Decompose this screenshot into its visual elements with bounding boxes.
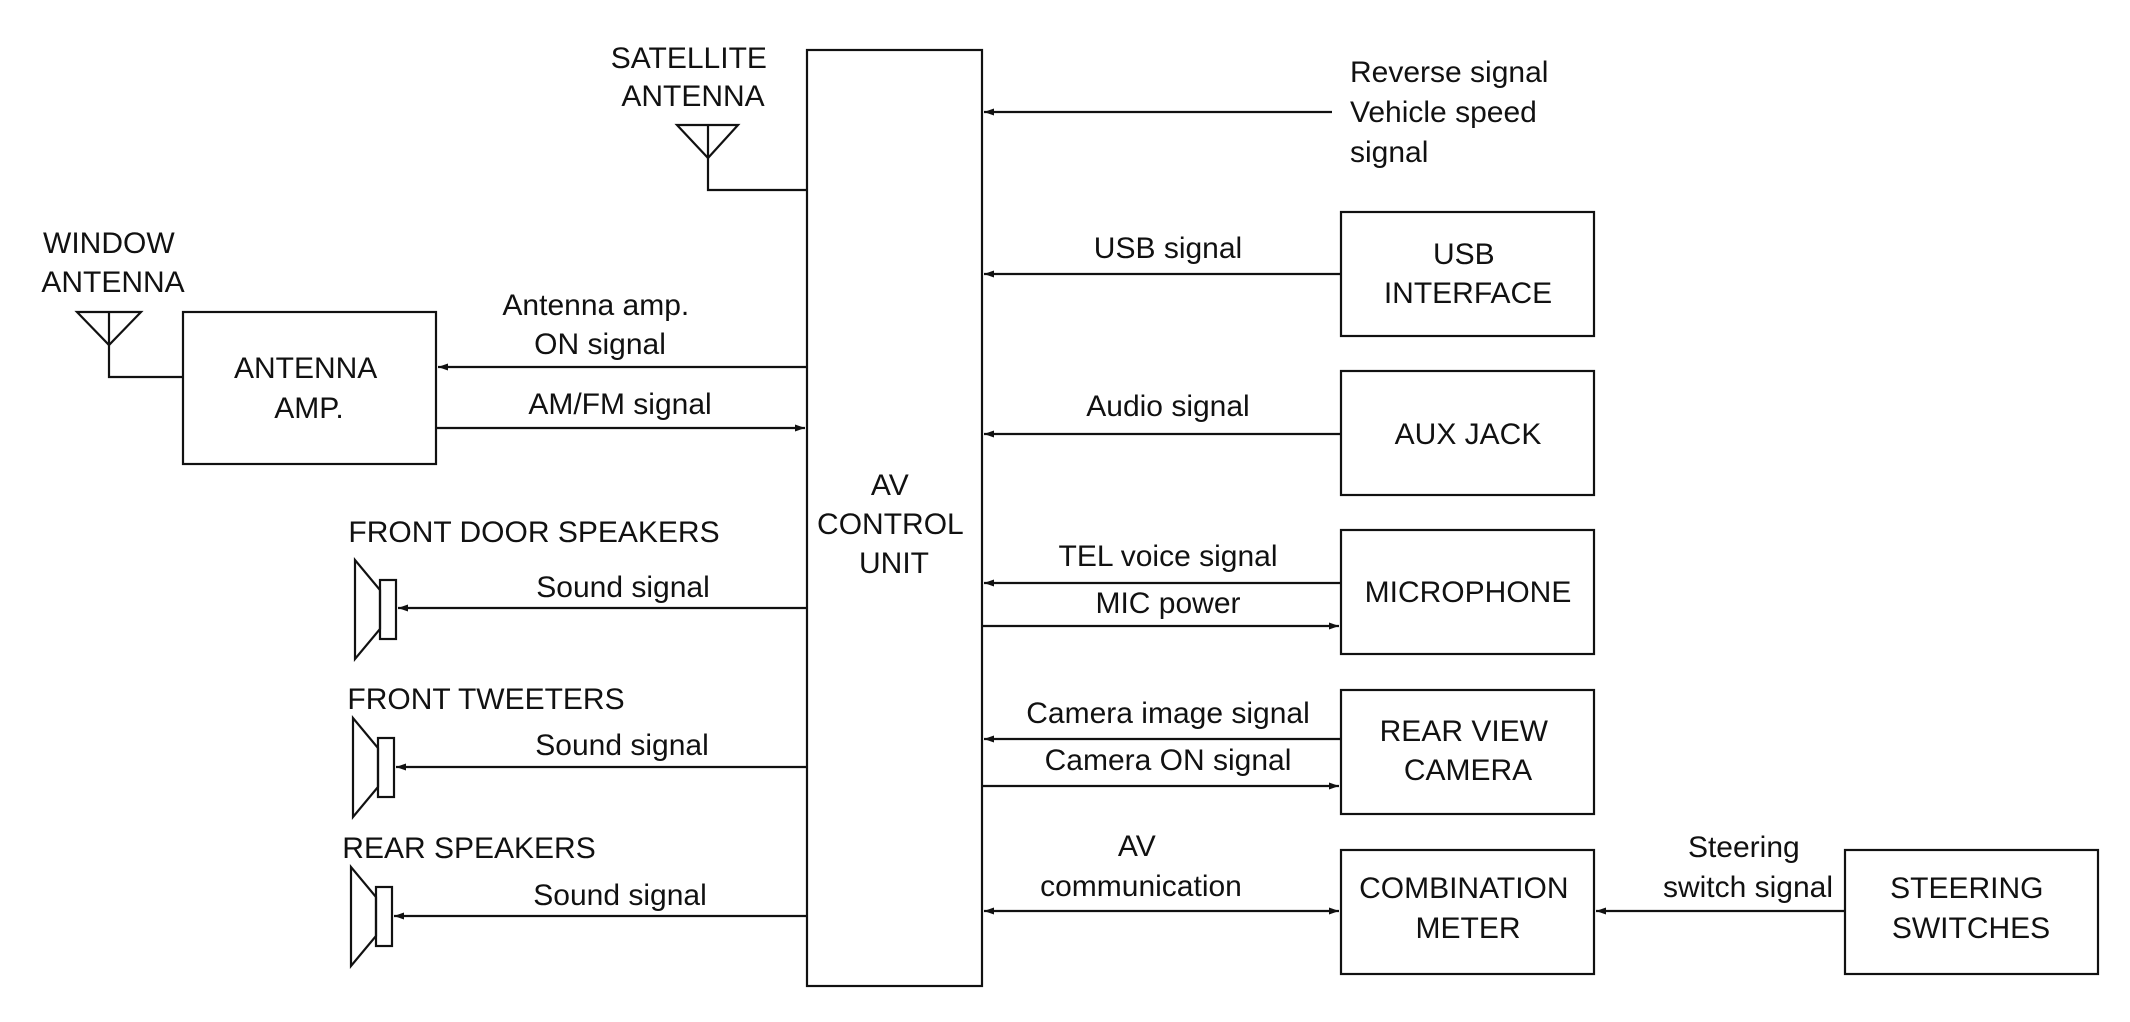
aux-jack-label: AUX JACK	[1395, 418, 1542, 451]
usb-interface-label: USB INTERFACE	[1384, 238, 1552, 310]
camera-image-signal-label: Camera image signal	[1026, 697, 1309, 730]
antenna-amp-box	[181, 310, 438, 466]
camera-on-signal-label: Camera ON signal	[1045, 744, 1292, 777]
am-fm-signal-label: AM/FM signal	[528, 388, 711, 421]
steering-switches-box	[1843, 848, 2100, 976]
combination-meter-box	[1339, 848, 1596, 976]
av-control-unit-box	[805, 48, 984, 988]
usb-signal-label: USB signal	[1094, 232, 1242, 265]
combination-meter-label: COMBINATION METER	[1359, 872, 1577, 945]
mic-power-label: MIC power	[1095, 587, 1240, 620]
av-control-unit-label: AV CONTROL UNIT	[817, 469, 971, 580]
microphone-box	[1339, 528, 1596, 656]
front-tweeter-sound-signal-label: Sound signal	[535, 729, 708, 762]
front-door-sound-signal-label: Sound signal	[536, 571, 709, 604]
antenna-amp-on-signal-label: Antenna amp. ON signal	[502, 289, 697, 361]
rear-view-camera-box	[1339, 688, 1596, 816]
front-tweeter-icon	[351, 714, 396, 821]
window-antenna-label: WINDOW ANTENNA	[41, 227, 184, 299]
steering-switches-label: STEERING SWITCHES	[1890, 872, 2052, 945]
tel-voice-signal-label: TEL voice signal	[1059, 540, 1278, 573]
rear-speaker-icon	[349, 863, 394, 970]
audio-signal-label: Audio signal	[1086, 390, 1249, 423]
front-door-speaker-icon	[353, 556, 398, 663]
rear-view-camera-label: REAR VIEW CAMERA	[1380, 715, 1557, 787]
aux-jack-box	[1339, 369, 1596, 497]
satellite-antenna-icon	[674, 123, 807, 192]
window-antenna-icon	[74, 310, 183, 379]
av-communication-label: AV communication	[1040, 830, 1242, 903]
front-tweeters-label: FRONT TWEETERS	[347, 683, 624, 716]
front-door-speakers-label: FRONT DOOR SPEAKERS	[348, 516, 719, 549]
steering-switch-signal-label: Steering switch signal	[1663, 831, 1833, 904]
usb-interface-box	[1339, 210, 1596, 338]
microphone-label: MICROPHONE	[1365, 576, 1572, 609]
satellite-antenna-label: SATELLITE ANTENNA	[611, 42, 776, 113]
rear-speakers-label: REAR SPEAKERS	[342, 832, 595, 865]
antenna-amp-label: ANTENNA AMP.	[234, 352, 384, 425]
rear-sound-signal-label: Sound signal	[533, 879, 706, 912]
reverse-speed-signal-label: Reverse signal Vehicle speed signal	[1350, 56, 1557, 169]
